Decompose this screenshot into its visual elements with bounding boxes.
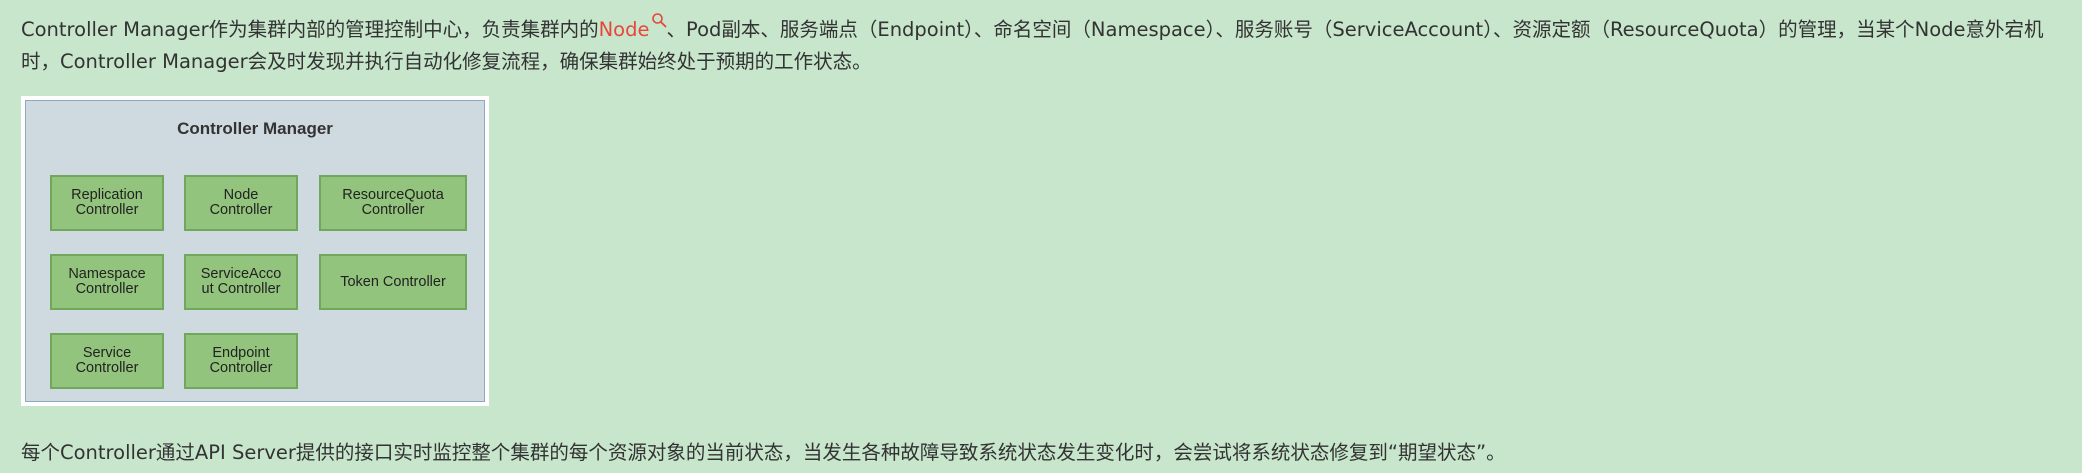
controller-manager-figure: Controller Manager Replication Controlle…	[21, 96, 489, 406]
node-link[interactable]: Node	[598, 13, 667, 41]
resourcequota-controller-box: ResourceQuota Controller	[319, 175, 467, 231]
replication-controller-box: Replication Controller	[50, 175, 164, 231]
intro-text-before: Controller Manager作为集群内部的管理控制中心，负责集群内的	[21, 18, 599, 41]
namespace-controller-box: Namespace Controller	[50, 254, 164, 310]
token-controller-box: Token Controller	[319, 254, 467, 310]
figure-title: Controller Manager	[177, 119, 333, 138]
endpoint-controller-box: Endpoint Controller	[184, 333, 298, 389]
search-icon[interactable]	[651, 12, 667, 28]
controller-paragraph: 每个Controller通过API Server提供的接口实时监控整个集群的每个…	[21, 441, 1506, 464]
controller-manager-diagram: Controller Manager Replication Controlle…	[25, 100, 485, 402]
serviceaccount-controller-box: ServiceAcco ut Controller	[184, 254, 298, 310]
intro-text-after: 、Pod副本、服务端点（Endpoint）、命名空间（Namespace）、服务…	[21, 18, 2044, 73]
intro-paragraph: Controller Manager作为集群内部的管理控制中心，负责集群内的No…	[21, 12, 2066, 78]
service-controller-box: Service Controller	[50, 333, 164, 389]
node-link-label[interactable]: Node	[598, 18, 650, 41]
node-controller-box: Node Controller	[184, 175, 298, 231]
